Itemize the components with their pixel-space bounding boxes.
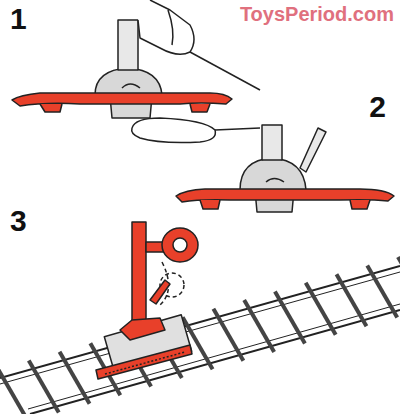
- callout-number: 2: [369, 92, 386, 122]
- sleeper: [29, 360, 59, 412]
- sleeper: [244, 300, 274, 352]
- sleeper: [367, 266, 397, 318]
- sleeper: [60, 352, 90, 404]
- watermark: ToysPeriod.com: [240, 4, 394, 24]
- sleeper: [275, 291, 305, 343]
- step1-finger: [138, 0, 194, 54]
- track: [0, 257, 400, 414]
- sleeper: [336, 274, 366, 326]
- sleeper: [306, 283, 336, 335]
- sleeper: [398, 257, 400, 309]
- sleeper: [0, 369, 28, 414]
- step1-thumb: [132, 118, 216, 143]
- callout-number: 3: [10, 206, 27, 236]
- sleeper: [213, 309, 243, 361]
- callout-number: 1: [10, 4, 27, 34]
- red-contact-bar: [96, 345, 192, 379]
